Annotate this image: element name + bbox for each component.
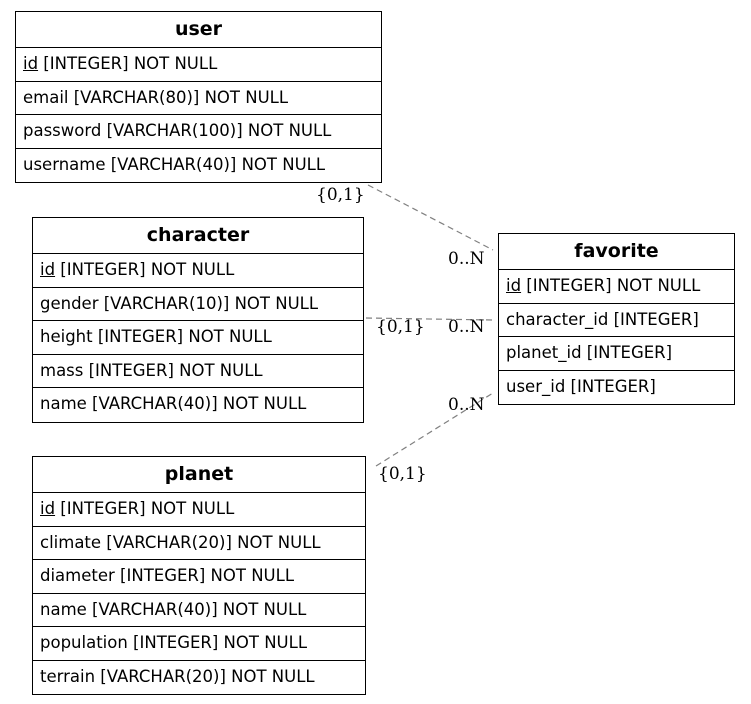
field-row: climate [VARCHAR(20)] NOT NULL	[33, 527, 365, 560]
cardinality-favorite-character: 0..N	[448, 317, 485, 337]
entity-title: user	[16, 12, 381, 48]
edge-user-favorite	[367, 184, 494, 251]
field-type: [INTEGER] NOT NULL	[55, 260, 235, 279]
primary-key: id	[23, 54, 39, 73]
field-row: name [VARCHAR(40)] NOT NULL	[33, 594, 365, 627]
field-type: [INTEGER] NOT NULL	[55, 499, 235, 518]
cardinality-favorite-planet: 0..N	[448, 395, 485, 415]
cardinality-character: {0,1}	[376, 317, 425, 337]
cardinality-favorite-user: 0..N	[448, 249, 485, 269]
entity-title: character	[33, 218, 363, 254]
field-row: terrain [VARCHAR(20)] NOT NULL	[40, 666, 315, 686]
field-row: planet_id [INTEGER]	[499, 337, 734, 371]
edge-character-favorite	[365, 317, 494, 321]
field-type: [INTEGER] NOT NULL	[38, 54, 218, 73]
field-row: name [VARCHAR(40)] NOT NULL	[40, 394, 307, 413]
cardinality-planet: {0,1}	[378, 464, 427, 484]
field-row: id [INTEGER] NOT NULL	[33, 493, 365, 527]
entity-favorite[interactable]: favorite id [INTEGER] NOT NULL character…	[498, 233, 735, 405]
field-row: height [INTEGER] NOT NULL	[33, 321, 363, 355]
primary-key: id	[40, 260, 56, 279]
field-row: mass [INTEGER] NOT NULL	[33, 355, 363, 388]
field-row: gender [VARCHAR(10)] NOT NULL	[33, 288, 363, 321]
field-row: user_id [INTEGER]	[506, 376, 656, 396]
cardinality-user: {0,1}	[316, 185, 365, 205]
entity-title: favorite	[499, 234, 734, 270]
field-row: username [VARCHAR(40)] NOT NULL	[23, 154, 326, 174]
field-row: diameter [INTEGER] NOT NULL	[33, 560, 365, 594]
field-row: id [INTEGER] NOT NULL	[499, 270, 734, 304]
primary-key: id	[506, 276, 522, 295]
field-row: character_id [INTEGER]	[499, 304, 734, 337]
entity-title: planet	[33, 457, 365, 493]
entity-planet[interactable]: planet id [INTEGER] NOT NULL climate [VA…	[32, 456, 366, 695]
edge-planet-favorite	[375, 392, 494, 467]
field-row: password [VARCHAR(100)] NOT NULL	[16, 115, 381, 149]
entity-user[interactable]: user id [INTEGER] NOT NULL email [VARCHA…	[15, 11, 382, 183]
entity-character[interactable]: character id [INTEGER] NOT NULL gender […	[32, 217, 364, 423]
primary-key: id	[40, 499, 56, 518]
field-row: id [INTEGER] NOT NULL	[33, 254, 363, 288]
field-type: [INTEGER] NOT NULL	[521, 276, 701, 295]
field-row: population [INTEGER] NOT NULL	[33, 627, 365, 661]
field-row: email [VARCHAR(80)] NOT NULL	[16, 82, 381, 115]
field-row: id [INTEGER] NOT NULL	[16, 48, 381, 82]
